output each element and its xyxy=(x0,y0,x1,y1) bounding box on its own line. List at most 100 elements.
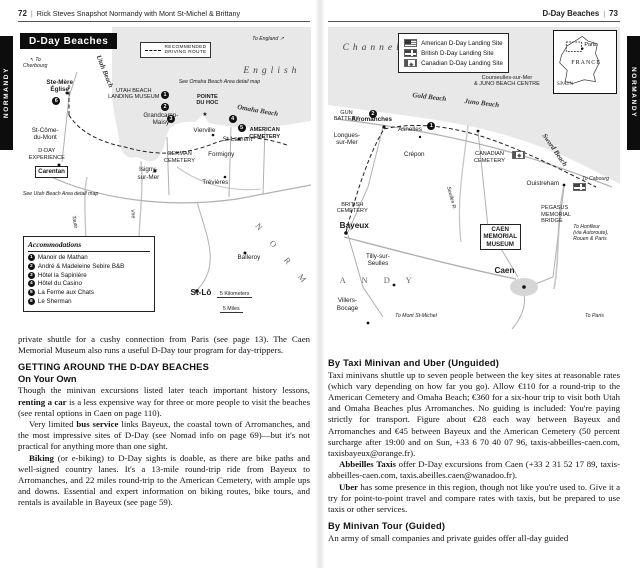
accommodations-title: Accommodations xyxy=(27,240,151,252)
map-label: GERMAN CEMETERY xyxy=(164,151,195,164)
body-paragraph: Though the minivan excursions listed lat… xyxy=(18,385,310,418)
map-label: Ste-Mère Église xyxy=(46,78,73,93)
accommodation-name: La Ferme aux Chats xyxy=(37,289,94,297)
map-label: ↖ To Cherbourg xyxy=(22,57,48,70)
map-label: To Cabourg xyxy=(582,176,609,183)
inset-map-france: Paris FRANCE SPAIN xyxy=(552,30,618,94)
map-label: To England ↗ xyxy=(252,36,285,43)
side-tab-label: NORMANDY xyxy=(3,67,10,119)
header-rule xyxy=(18,21,310,22)
map-label: Ouistreham xyxy=(526,179,560,187)
map-label: Bayeux xyxy=(339,220,369,230)
map-label: CAEN MEMORIAL MUSEUM xyxy=(479,224,521,251)
accommodation-number-icon: 2 xyxy=(27,262,35,270)
map-label: Vierville xyxy=(193,126,216,134)
body-heading: On Your Own xyxy=(18,373,77,384)
body-paragraph: private shuttle for a cushy connection f… xyxy=(18,334,310,356)
page-right: NORMANDY D-Day Beaches | 73 xyxy=(320,0,640,568)
legend-row: Canadian D-Day Landing Site xyxy=(404,59,503,68)
body-paragraph: Very limited bus service links Bayeux, t… xyxy=(18,419,310,452)
map-label: 5 Miles xyxy=(219,306,243,313)
accommodation-name: Hôtel la Sapinière xyxy=(37,271,87,279)
map-label: St-Côme- du-Mont xyxy=(31,126,59,142)
map-label: See Omaha Beach Area detail map xyxy=(178,78,261,85)
body-paragraph: Abbeilles Taxis offer D-Day excursions f… xyxy=(328,459,621,481)
map-title: D-Day Beaches xyxy=(19,33,118,50)
map-left-graphic xyxy=(46,27,311,293)
map-marker: 1 xyxy=(161,90,170,99)
header-separator: | xyxy=(30,9,33,18)
map-label: BRITISH CEMETERY xyxy=(336,201,368,215)
map-label: Arromanches xyxy=(351,116,392,124)
header-title: Rick Steves Snapshot Normandy with Mont … xyxy=(36,9,241,18)
body-paragraph: An army of small companies and private g… xyxy=(328,532,569,543)
map-label: ★ xyxy=(202,111,208,118)
body-text-left: private shuttle for a cushy connection f… xyxy=(18,334,310,509)
map-label: To Mont St-Michel xyxy=(395,313,437,320)
map-label: St-Lô xyxy=(190,287,212,297)
map-dday-beaches-west: D-Day Beaches RECOMMENDED DRIVING ROUTE … xyxy=(17,27,311,330)
accommodation-name: Hôtel du Casino xyxy=(37,280,82,288)
map-label: A N D Y xyxy=(339,275,419,286)
page-left: NORMANDY 72 | Rick Steves Snapshot Norma… xyxy=(0,9,311,509)
map-right-flags xyxy=(328,27,620,345)
map-marker: 2 xyxy=(368,109,377,118)
map-label: Trévières xyxy=(202,178,229,186)
uk-flag-icon xyxy=(573,182,587,191)
map-marker: 5 xyxy=(237,123,246,132)
ca-flag-icon xyxy=(404,59,418,68)
us-flag-icon xyxy=(404,39,418,48)
map-marker: 1 xyxy=(427,122,436,131)
body-paragraph: Biking (or e-biking) to D-Day sights is … xyxy=(18,452,310,508)
accommodation-number-icon: 6 xyxy=(27,298,35,306)
inset-paris-label: Paris xyxy=(584,41,597,48)
map-label: Vire xyxy=(128,208,136,219)
map-label: Tilly-sur- Seulles xyxy=(365,252,390,268)
map-label: Balleroy xyxy=(237,254,261,262)
accommodation-number-icon: 1 xyxy=(27,254,35,262)
body-heading: By Minivan Tour (Guided) xyxy=(328,521,446,532)
map-label: POINTE DU HOC xyxy=(196,93,219,107)
map-label: To Paris xyxy=(584,313,604,320)
map-label: D-DAY EXPERIENCE xyxy=(28,148,65,161)
map-label: St-Laurent xyxy=(222,136,253,144)
running-header-left: 72 | Rick Steves Snapshot Normandy with … xyxy=(18,9,240,18)
header-separator: | xyxy=(603,9,606,18)
map-label: Caen xyxy=(494,265,515,275)
accommodation-name: André & Madeleine Sebire B&B xyxy=(37,262,125,270)
map-label: 5 Kilometers xyxy=(216,291,253,298)
body-paragraph: Uber has some presence in this region, t… xyxy=(328,481,620,514)
page-number: 72 xyxy=(18,9,27,18)
legend-row: British D-Day Landing Site xyxy=(404,49,503,58)
legend-label: British D-Day Landing Site xyxy=(421,49,494,57)
accommodation-number-icon: 5 xyxy=(27,289,35,297)
body-heading: GETTING AROUND THE D-DAY BEACHES xyxy=(18,362,209,373)
body-text-right: By Taxi Minivan and Uber (Unguided)Taxi … xyxy=(328,352,620,544)
body-paragraph: Taxi minivans shuttle up to seven people… xyxy=(328,369,620,458)
map-label: PEGASUS MEMORIAL BRIDGE xyxy=(541,205,571,225)
map-label: AMERICAN CEMETERY xyxy=(249,126,281,140)
header-rule xyxy=(328,21,620,22)
map-marker: 2 xyxy=(161,102,170,111)
map-marker: 6 xyxy=(52,96,61,105)
map-label: Channel xyxy=(342,42,403,53)
page-number: 73 xyxy=(609,9,618,18)
map-label: Carentan xyxy=(34,166,69,178)
uk-flag-icon xyxy=(404,49,418,58)
header-title: D-Day Beaches xyxy=(542,9,600,18)
legend-label: Canadian D-Day Landing Site xyxy=(421,59,503,67)
running-header-right: D-Day Beaches | 73 xyxy=(542,9,618,18)
route-legend-text: RECOMMENDED DRIVING ROUTE xyxy=(164,45,207,56)
